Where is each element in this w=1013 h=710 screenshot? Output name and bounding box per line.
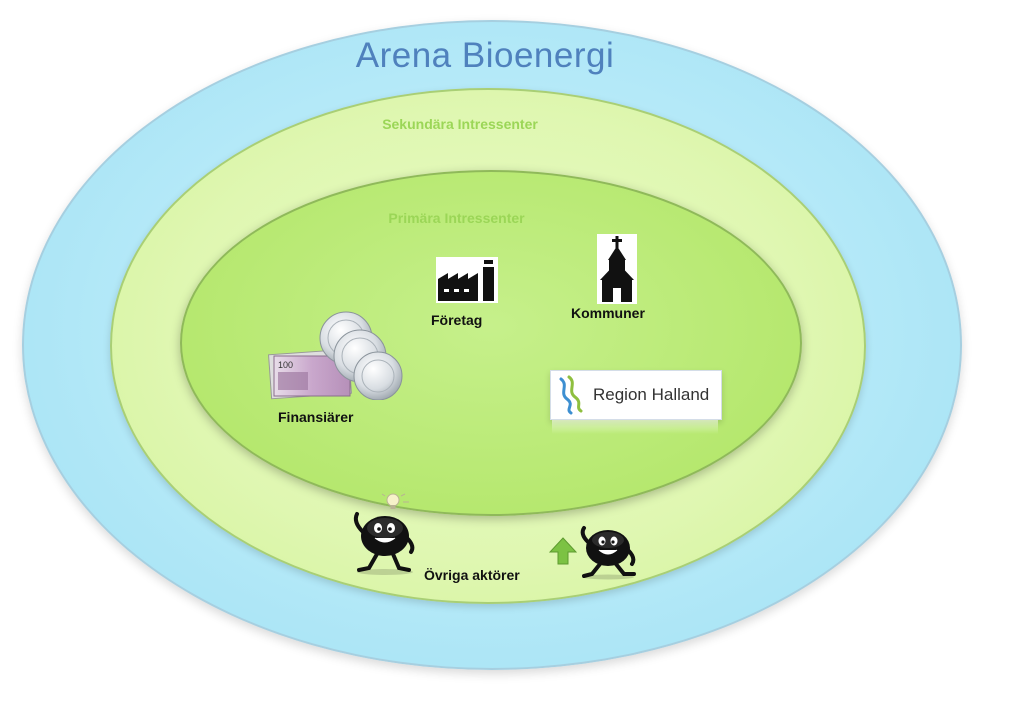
svg-text:100: 100 bbox=[278, 360, 293, 370]
money-icon: 100 bbox=[268, 311, 403, 400]
ovriga-aktorer-label: Övriga aktörer bbox=[424, 567, 520, 583]
secondary-stakeholders-label: Sekundära Intressenter bbox=[382, 116, 538, 132]
up-arrow-icon bbox=[549, 537, 577, 565]
region-halland-logo-text: Region Halland bbox=[593, 385, 710, 404]
kommuner-label: Kommuner bbox=[571, 305, 645, 321]
region-halland-logo-reflection bbox=[552, 420, 718, 434]
region-halland-emblem-icon bbox=[559, 375, 583, 415]
factory-icon bbox=[436, 257, 498, 303]
character-icon bbox=[580, 526, 636, 580]
primary-stakeholders-label: Primära Intressenter bbox=[388, 210, 525, 226]
finansiarer-label: Finansiärer bbox=[278, 409, 354, 425]
region-halland-logo: Region Halland bbox=[550, 370, 722, 420]
inner-ring-primary bbox=[180, 170, 802, 516]
character-with-lightbulb-icon bbox=[353, 493, 415, 575]
foretag-label: Företag bbox=[431, 312, 483, 328]
church-icon bbox=[597, 234, 637, 304]
diagram-title: Arena Bioenergi bbox=[355, 36, 615, 75]
